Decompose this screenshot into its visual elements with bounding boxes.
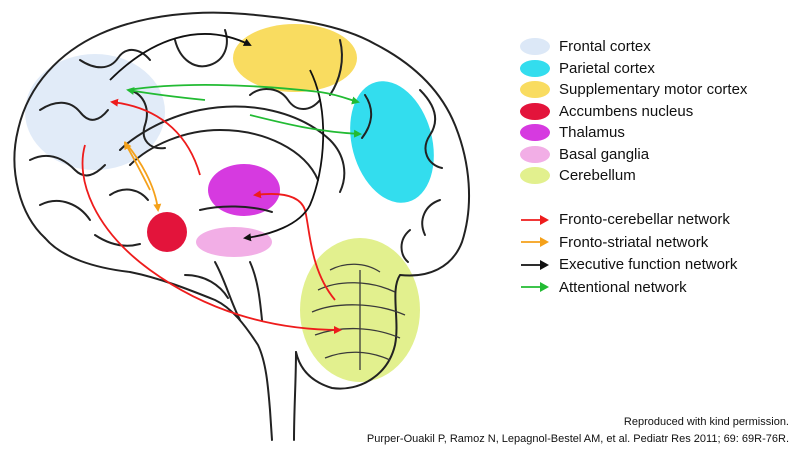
legend-label: Thalamus xyxy=(559,124,625,142)
brain-diagram xyxy=(13,11,471,441)
fronto-cerebellar-arrow-3 xyxy=(110,98,201,176)
credit-citation: Purper-Ouakil P, Ramoz N, Lepagnol-Beste… xyxy=(366,433,789,445)
accumbens-nucleus-region xyxy=(147,212,187,252)
credit-permission: Reproduced with kind permission. xyxy=(623,416,789,428)
frontal-cortex-swatch xyxy=(520,38,550,56)
attentional-arrow-3 xyxy=(249,114,362,138)
accumbens-nucleus-swatch xyxy=(520,102,550,120)
legend-item-basal-ganglia: Basal ganglia xyxy=(520,144,790,166)
legend-label: Basal ganglia xyxy=(559,145,650,163)
credit: Reproduced with kind permission. Purper-… xyxy=(367,414,789,448)
legend-label: Frontal cortex xyxy=(559,38,651,56)
legend-item-fronto-striatal-network: Fronto-striatal network xyxy=(520,231,790,254)
brain-outline xyxy=(13,11,471,441)
legend-label: Cerebellum xyxy=(559,167,636,185)
executive-arrow-1 xyxy=(109,33,252,81)
network-label: Fronto-cerebellar network xyxy=(559,211,730,229)
network-legend: Fronto-cerebellar network Fronto-striata… xyxy=(520,209,790,299)
region-legend: Frontal cortex Parietal cortex Supplemen… xyxy=(520,36,790,187)
cerebellum-swatch xyxy=(520,167,550,185)
attentional-arrow-2 xyxy=(127,84,360,105)
parietal-cortex-region xyxy=(350,81,434,203)
legend-item-fronto-cerebellar-network: Fronto-cerebellar network xyxy=(520,209,790,232)
fronto-cerebellar-arrow-1 xyxy=(81,144,342,334)
attentional-arrow-1 xyxy=(126,87,206,101)
basal-ganglia-region xyxy=(196,227,272,257)
legend-label: Supplementary motor cortex xyxy=(559,81,748,99)
thalamus-swatch xyxy=(520,124,550,142)
legend-label: Parietal cortex xyxy=(559,59,655,77)
thalamus-region xyxy=(208,164,280,216)
legend-item-executive-function-network: Executive function network xyxy=(520,254,790,277)
supplementary-motor-cortex-swatch xyxy=(520,81,550,99)
network-label: Attentional network xyxy=(559,278,687,296)
executive-arrow-2 xyxy=(243,69,325,242)
network-label: Fronto-striatal network xyxy=(559,233,709,251)
legend-item-thalamus: Thalamus xyxy=(520,122,790,144)
legend-label: Accumbens nucleus xyxy=(559,102,694,120)
legend: Frontal cortex Parietal cortex Supplemen… xyxy=(520,36,790,299)
supplementary-motor-cortex-region xyxy=(233,24,357,92)
network-label: Executive function network xyxy=(559,256,738,274)
legend-item-supplementary-motor-cortex: Supplementary motor cortex xyxy=(520,79,790,101)
executive-function-arrow-icon xyxy=(521,259,549,270)
attentional-arrow-icon xyxy=(521,282,549,293)
fronto-cerebellar-arrow-icon xyxy=(521,214,549,225)
basal-ganglia-swatch xyxy=(520,145,550,163)
fronto-striatal-arrow-2 xyxy=(123,141,151,191)
cerebellum-folia xyxy=(311,263,406,370)
fronto-cerebellar-arrow-2 xyxy=(253,190,336,301)
legend-item-attentional-network: Attentional network xyxy=(520,276,790,299)
legend-item-accumbens-nucleus: Accumbens nucleus xyxy=(520,101,790,123)
legend-item-frontal-cortex: Frontal cortex xyxy=(520,36,790,58)
fronto-striatal-arrow-icon xyxy=(521,237,549,248)
legend-item-cerebellum: Cerebellum xyxy=(520,165,790,187)
parietal-cortex-swatch xyxy=(520,59,550,77)
legend-item-parietal-cortex: Parietal cortex xyxy=(520,58,790,80)
